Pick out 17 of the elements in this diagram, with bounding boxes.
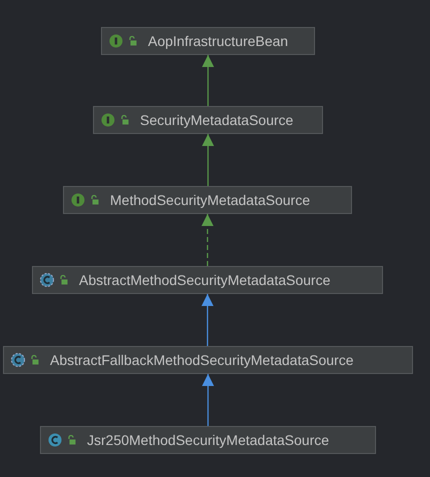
class-box <box>101 27 315 55</box>
class-name: AbstractFallbackMethodSecurityMetadataSource <box>50 350 354 370</box>
class-box <box>32 266 383 294</box>
class-name: AbstractMethodSecurityMetadataSource <box>79 270 330 290</box>
class-name: Jsr250MethodSecurityMetadataSource <box>87 430 330 450</box>
class-name: SecurityMetadataSource <box>140 110 294 130</box>
class-box <box>93 106 323 134</box>
inheritance-arrow <box>202 214 214 266</box>
inheritance-arrow <box>202 55 214 106</box>
class-box <box>63 186 352 214</box>
inheritance-arrow <box>202 294 214 346</box>
inheritance-arrow <box>202 134 214 186</box>
class-name: MethodSecurityMetadataSource <box>110 190 310 210</box>
class-name: AopInfrastructureBean <box>148 32 288 51</box>
class-box <box>3 346 413 374</box>
inheritance-arrow <box>202 374 214 426</box>
class-box <box>40 426 376 454</box>
